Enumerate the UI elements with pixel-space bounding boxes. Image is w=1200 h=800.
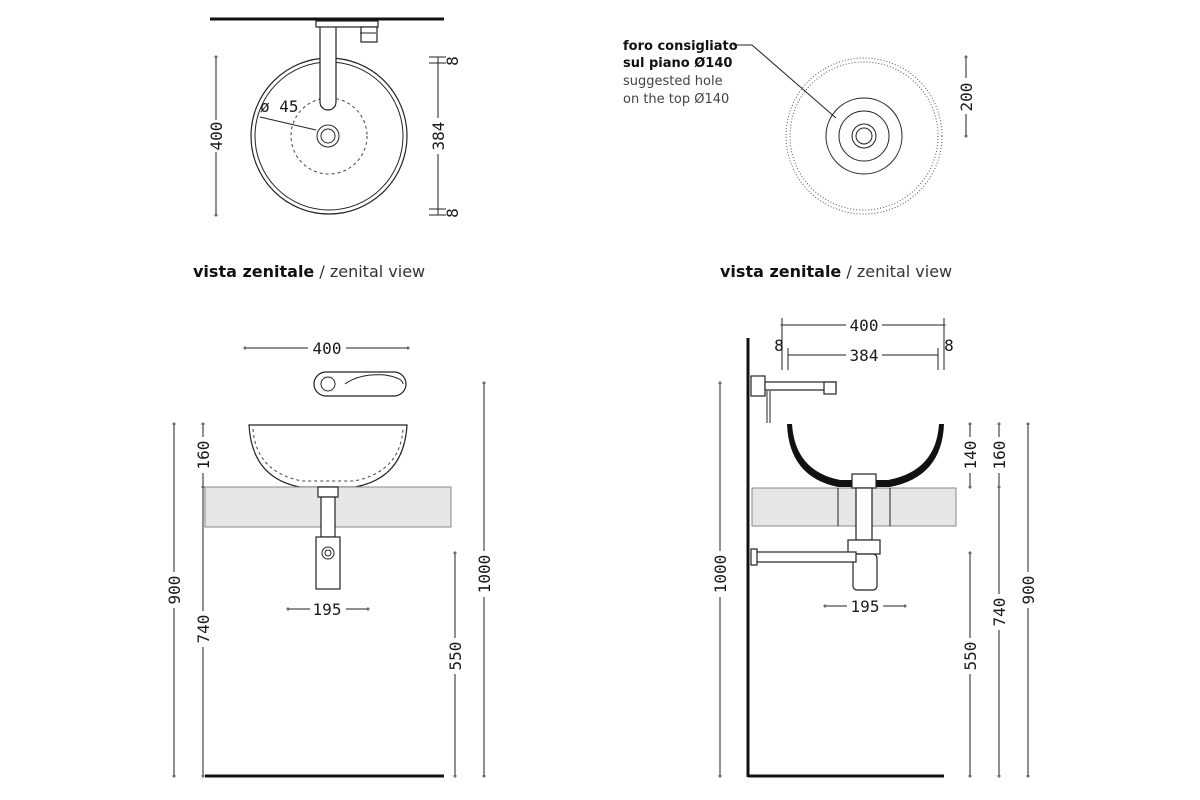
- dim-8-right-right: 8: [944, 336, 954, 355]
- tap-wall-plate: [750, 375, 766, 397]
- dim-140-right: 140: [961, 441, 980, 470]
- dim-8-left-right: 8: [774, 336, 784, 355]
- tap-handle-top: [360, 26, 378, 43]
- note-it-line2: sul piano Ø140: [623, 56, 732, 71]
- hole-dashed-circle: [290, 97, 368, 175]
- top-view-right: foro consigliato sul piano Ø140 suggeste…: [623, 39, 976, 215]
- dim-384: 384: [429, 122, 448, 151]
- dim-8-top: 8: [443, 56, 462, 66]
- trap-left: [315, 536, 341, 590]
- countertop-right: [751, 487, 957, 527]
- dim-740-right: 740: [990, 598, 1009, 627]
- dim-550-left: 550: [446, 642, 465, 671]
- bowl-left: [248, 424, 408, 488]
- dim-400: 400: [207, 122, 226, 151]
- trap-right: [852, 553, 878, 591]
- dim-740-left: 740: [194, 615, 213, 644]
- caption-left: vista zenitale / zenital view: [193, 262, 425, 281]
- drain-outer: [316, 124, 340, 148]
- top-view-left: ø 45 400 384 8 8: [207, 17, 462, 218]
- caption-right: vista zenitale / zenital view: [720, 262, 952, 281]
- dim-400-width: 400: [313, 339, 342, 358]
- dim-195-right: 195: [851, 597, 880, 616]
- waste-pipe: [751, 551, 857, 563]
- dim-400-right: 400: [850, 316, 879, 335]
- tap-body-top: [315, 20, 379, 28]
- drain-inner-right: [855, 127, 873, 145]
- drain-outer-right: [851, 123, 877, 149]
- dim-900-right: 900: [1019, 576, 1038, 605]
- dim-1000-left: 1000: [475, 555, 494, 594]
- note-it-line1: foro consigliato: [623, 39, 738, 54]
- spout-top: [319, 21, 337, 111]
- drain-inner: [320, 128, 336, 144]
- drain-flange: [838, 110, 890, 162]
- dim-550-right: 550: [961, 642, 980, 671]
- front-view-right: 400 384 8 8 195: [711, 316, 1038, 778]
- dim-384-right: 384: [850, 346, 879, 365]
- suggested-hole: [825, 97, 903, 175]
- dim-200: 200: [957, 83, 976, 112]
- note-en-line2: on the top Ø140: [623, 92, 729, 107]
- basin-dotted-outer: [785, 57, 943, 215]
- dim-160-right: 160: [990, 441, 1009, 470]
- dia-label: ø 45: [260, 97, 299, 116]
- basin-dotted-inner: [789, 61, 939, 211]
- dim-1000-right: 1000: [711, 555, 730, 594]
- tap-plan: [313, 371, 407, 397]
- dim-8-bottom: 8: [443, 208, 462, 218]
- dim-195-left: 195: [313, 600, 342, 619]
- note-en-line1: suggested hole: [623, 74, 723, 89]
- drain-pipe: [320, 496, 336, 538]
- dim-160-left: 160: [194, 441, 213, 470]
- front-view-left: 400 195 900 160 740: [165, 339, 494, 778]
- drain-pipe-right: [855, 487, 873, 541]
- leader-hole: [751, 44, 837, 119]
- dim-900-left: 900: [165, 576, 184, 605]
- leader-dia: [259, 116, 317, 131]
